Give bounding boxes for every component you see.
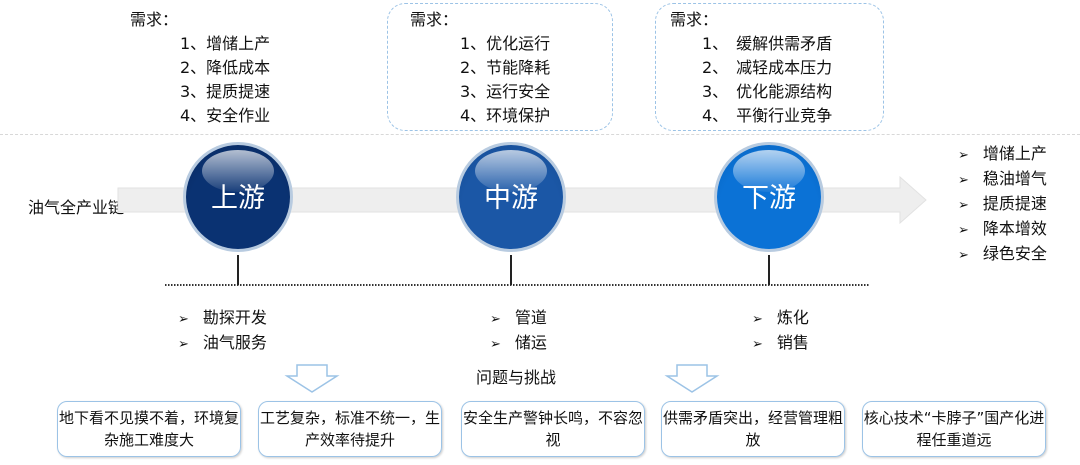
problem-box: 地下看不见摸不着，环境复杂施工难度大 [57,401,241,457]
connector-line [510,255,512,285]
downstream-demands: 需求： 1、 缓解供需矛盾 2、 减轻成本压力 3、 优化能源结构 4、 平衡行业竞争 [670,8,832,128]
upstream-segments: 勘探开发油气服务 [178,306,267,356]
problem-box: 供需矛盾突出，经营管理粗放 [661,401,845,457]
downstream-node: 下游 [717,145,821,249]
demand-item: 3、 优化能源结构 [702,82,833,101]
demand-title: 需求： [130,10,179,29]
goals-list: 增储上产稳油增气提质提速降本增效绿色安全 [958,142,1047,267]
demand-title: 需求： [670,10,719,29]
demand-item: 2、 减轻成本压力 [702,58,833,77]
midstream-demand-box [387,3,613,131]
demand-item: 1、 缓解供需矛盾 [702,34,833,53]
demand-item: 2、降低成本 [180,58,271,77]
demand-item: 1、增储上产 [180,34,271,53]
connector-line [237,255,239,285]
separator-line [0,134,1080,135]
demand-title: 需求： [410,10,459,29]
down-arrow-icon [284,364,340,393]
demand-item: 3、运行安全 [460,82,551,101]
downstream-segments: 炼化销售 [752,306,809,356]
upstream-node: 上游 [186,145,290,249]
chain-label: 油气全产业链 [28,198,125,217]
midstream-segments: 管道储运 [490,306,547,356]
demand-item: 4、环境保护 [460,106,551,125]
midstream-node: 中游 [459,145,563,249]
demand-item: 1、优化运行 [460,34,551,53]
problems-title: 问题与挑战 [476,368,557,387]
connector-line [768,255,770,285]
problem-box: 安全生产警钟长鸣，不容忽视 [461,401,645,457]
demand-item: 2、节能降耗 [460,58,551,77]
demand-item: 4、安全作业 [180,106,271,125]
demand-item: 4、 平衡行业竞争 [702,106,833,125]
down-arrow-icon [664,364,720,393]
problem-box: 工艺复杂，标准不统一，生产效率待提升 [258,401,442,457]
midstream-demands: 需求： 1、优化运行 2、节能降耗 3、运行安全 4、环境保护 [410,8,550,128]
upstream-demands: 需求： 1、增储上产 2、降低成本 3、提质提速 4、安全作业 [130,8,270,128]
problem-box: 核心技术“卡脖子”国产化进程任重道远 [862,401,1046,457]
demand-item: 3、提质提速 [180,82,271,101]
downstream-demand-box [655,3,884,131]
